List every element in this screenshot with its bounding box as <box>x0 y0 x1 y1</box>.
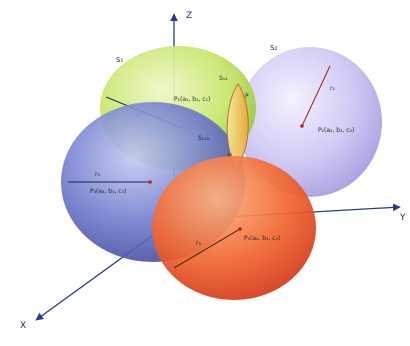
z-axis-label: Z <box>186 11 192 21</box>
sphere-s4-radius-label: r₄ <box>196 240 201 247</box>
intersection-point-a: P <box>245 93 249 100</box>
intersection-pair-label: S₁₂ <box>219 75 228 82</box>
sphere-s2-center-label: P₂(a₂, b₂, c₂) <box>318 127 354 134</box>
sphere-s1-center-label: P₁(a₁, b₁, c₁) <box>174 96 210 103</box>
sphere-s4-center-label: P₄(a₄, b₄, c₄) <box>244 235 280 242</box>
intersection-lens: S₁₂ S₁₂₃ P P' <box>198 75 249 167</box>
sphere-s3-radius-label: r₃ <box>95 171 100 178</box>
sphere-s3-center <box>148 180 152 184</box>
sphere-s4-center <box>238 227 242 231</box>
sphere-s3-center-label: P₃(a₃, b₃, c₃) <box>90 188 126 195</box>
sphere-s2-radius-label: r₂ <box>330 85 335 92</box>
sphere-s2-radius <box>301 65 331 127</box>
sphere-s4-body <box>152 156 316 300</box>
sphere-s4-radius <box>173 228 241 269</box>
sphere-s2-body <box>238 47 382 197</box>
sphere-s2-name: S₂ <box>270 44 277 52</box>
y-axis-label: Y <box>399 213 406 223</box>
sphere-s1-name: S₁ <box>116 56 123 64</box>
sphere-s2: r₂ S₂ P₂(a₂, b₂, c₂) <box>238 44 382 197</box>
sphere-s2-center <box>300 124 304 128</box>
x-axis-label: X <box>20 321 26 331</box>
intersection-marker-label: S₁₂₃ <box>198 135 210 142</box>
sphere-s4: r₄ P₄(a₄, b₄, c₄) <box>152 156 316 300</box>
